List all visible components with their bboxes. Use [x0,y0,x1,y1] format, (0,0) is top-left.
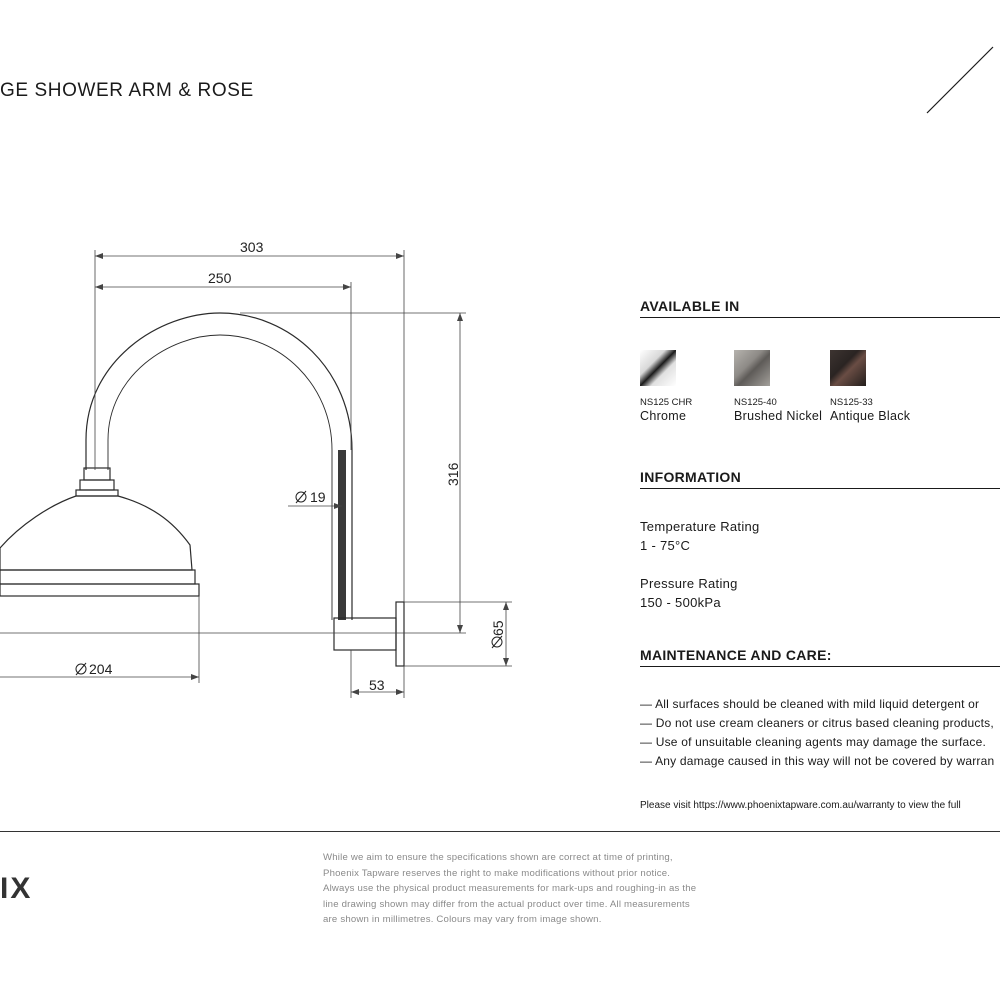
finish-code-antique-black: NS125-33 [830,397,873,408]
dimension-arrows [95,253,509,695]
information-divider [640,488,1000,489]
disclaimer-line: Phoenix Tapware reserves the right to ma… [323,868,671,879]
disclaimer-line: Always use the physical product measurem… [323,883,697,894]
swatch-antique-black [830,350,866,386]
diameter-symbols [75,490,503,676]
temperature-rating-value: 1 - 75°C [640,538,691,553]
wall-flange [395,601,405,667]
rose-nut-base [75,489,119,497]
diameter-symbol-arm [295,490,307,504]
technical-drawing: 303 250 316 19 204 65 53 [0,239,512,698]
information-heading: INFORMATION [640,469,742,485]
corner-slash-mark [926,46,994,114]
finish-name-antique-black: Antique Black [830,409,911,423]
warranty-note: Please visit https://www.phoenixtapware.… [640,800,961,811]
maintenance-item: — Any damage caused in this way will not… [640,754,995,768]
disclaimer-line: line drawing shown may differ from the a… [323,899,690,910]
brand-logo: IX [0,872,33,905]
shower-rose-face [0,583,200,597]
maintenance-item: — All surfaces should be cleaned with mi… [640,697,980,711]
arm-outline-outer [85,312,353,620]
finish-name-brushed-nickel: Brushed Nickel [734,409,823,423]
arm-joint [83,467,111,481]
elbow-body [333,617,397,651]
dimension-overall-width: 303 [240,239,264,255]
finish-code-brushed-nickel: NS125-40 [734,397,777,408]
available-in-heading: AVAILABLE IN [640,298,740,314]
diameter-symbol-rose [75,662,87,676]
diameter-symbol-flange [491,635,503,649]
available-in-divider [640,317,1000,318]
product-title: GE SHOWER ARM & ROSE [0,80,254,101]
dimension-flange-diameter: 65 [490,620,506,636]
dimension-lines [0,250,512,698]
finish-name-chrome: Chrome [640,409,687,423]
dimension-flange-depth: 53 [369,677,385,693]
maintenance-divider [640,666,1000,667]
maintenance-heading: MAINTENANCE AND CARE: [640,647,832,663]
dimension-arm-width: 250 [208,270,232,286]
shower-rose-rim [0,569,196,585]
maintenance-item: — Do not use cream cleaners or citrus ba… [640,716,994,730]
arm-outline-inner [107,334,333,620]
dimension-height: 316 [445,462,461,486]
swatch-brushed-nickel [734,350,770,386]
temperature-rating-label: Temperature Rating [640,519,760,534]
disclaimer-line: are shown in millimetres. Colours may va… [323,914,602,925]
dimension-rose-diameter: 204 [89,661,113,677]
rose-nut [79,479,115,491]
maintenance-item: — Use of unsuitable cleaning agents may … [640,735,986,749]
shower-rose-dome [0,495,193,571]
finish-code-chrome: NS125 CHR [640,397,693,408]
swatch-chrome [640,350,676,386]
pressure-rating-value: 150 - 500kPa [640,595,721,610]
footer-divider [0,831,1000,832]
disclaimer-line: While we aim to ensure the specification… [323,852,673,863]
pressure-rating-label: Pressure Rating [640,576,738,591]
dimension-arm-diameter: 19 [310,489,326,505]
